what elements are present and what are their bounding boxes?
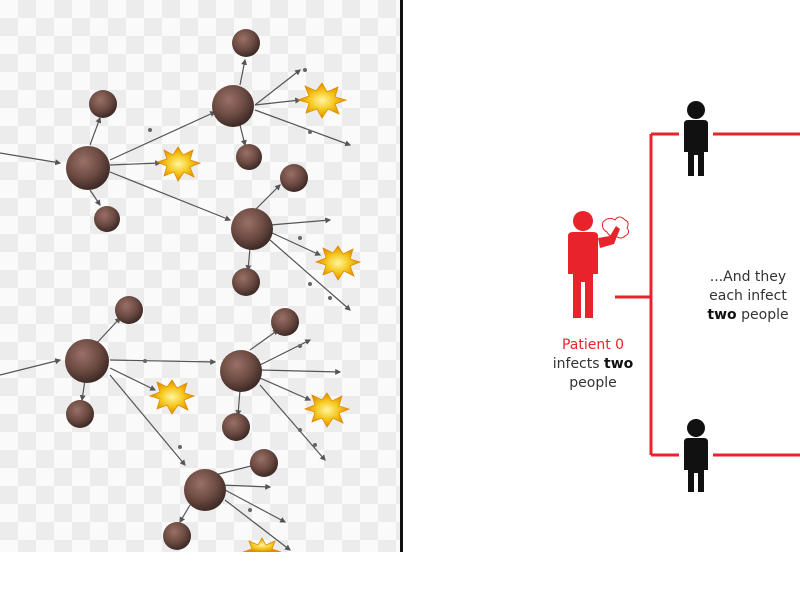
spread-illustration <box>0 0 400 552</box>
virus-cell-icon <box>222 413 250 441</box>
patient-line2-pre: infects <box>552 356 604 372</box>
explosion-icon <box>303 392 351 428</box>
virus-cell-icon <box>184 469 226 511</box>
explosion-icon <box>155 146 202 182</box>
explosion-icon <box>314 245 362 281</box>
person-icon <box>684 419 708 492</box>
patient-line3: people <box>569 375 617 391</box>
virus-cell-icon <box>280 164 308 192</box>
explosion-icon <box>296 82 348 119</box>
patient-head <box>573 211 593 231</box>
virus-cell-icon <box>232 29 260 57</box>
patient-arm <box>598 226 620 248</box>
virus-cell-icon <box>115 296 143 324</box>
patient-body <box>568 232 598 318</box>
spread-particles <box>143 68 332 512</box>
virus-cell-icon <box>89 90 117 118</box>
person-icon <box>684 101 708 176</box>
virus-cells <box>65 29 308 550</box>
virus-cell-icon <box>271 308 299 336</box>
patient-zero-caption: Patient 0 infects two people <box>538 336 648 393</box>
patient-name: Patient 0 <box>561 337 625 353</box>
panel-divider <box>400 0 403 552</box>
each-line2: each infect <box>709 288 787 304</box>
virus-cell-icon <box>236 144 262 170</box>
virus-cell-icon <box>65 339 109 383</box>
patient-zero-figure <box>568 211 620 318</box>
each-line1: ...And they <box>709 269 787 285</box>
transmission-diagram: Patient 0 infects two people ...And they… <box>403 0 800 552</box>
explosion-icon <box>148 379 196 415</box>
explosions <box>148 82 362 552</box>
virus-cell-icon <box>66 146 110 190</box>
virus-cell-icon <box>212 85 254 127</box>
sneeze-icon <box>602 216 630 239</box>
virus-cell-icon <box>163 522 191 550</box>
patient-line2-bold: two <box>604 356 634 372</box>
virus-cell-icon <box>232 268 260 296</box>
virus-cell-icon <box>231 208 273 250</box>
virus-cell-icon <box>94 206 120 232</box>
connector-lines <box>615 132 800 457</box>
spread-arrows <box>0 58 352 551</box>
transmission-tree <box>568 101 800 492</box>
virus-cell-icon <box>250 449 278 477</box>
each-infect-caption: ...And they each infect two people <box>688 268 800 325</box>
explosion-icon <box>242 537 282 552</box>
virus-cell-icon <box>66 400 94 428</box>
each-line3-post: people <box>736 307 789 323</box>
virus-cell-icon <box>220 350 262 392</box>
spread-network <box>0 29 362 552</box>
each-line3-bold: two <box>707 307 737 323</box>
